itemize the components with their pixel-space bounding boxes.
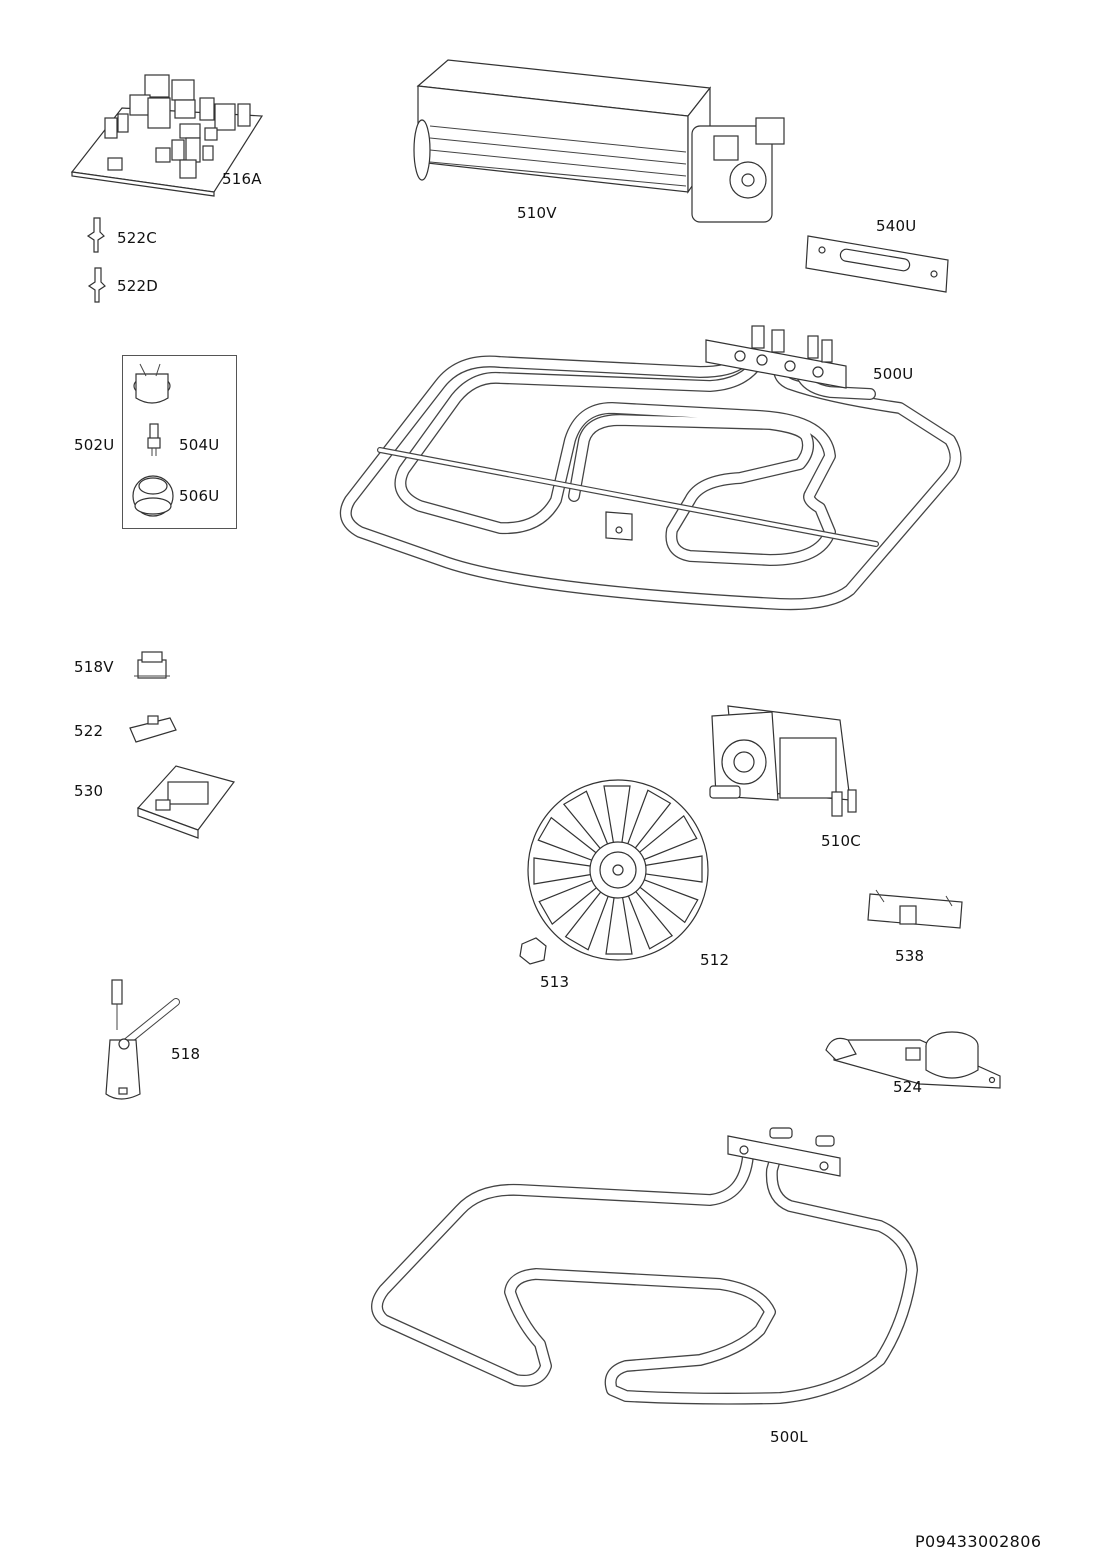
part-518V-thermostat-clip xyxy=(134,651,170,679)
part-518-sensor xyxy=(105,979,180,1100)
part-512-fan-impeller xyxy=(527,779,709,961)
part-500L-bottom-heating-element xyxy=(371,1127,918,1405)
label-538: 538 xyxy=(895,947,925,965)
part-513-nut xyxy=(519,937,547,965)
label-530: 530 xyxy=(74,782,104,800)
label-522: 522 xyxy=(74,722,104,740)
part-502U-top-socket xyxy=(133,363,171,404)
label-516A: 516A xyxy=(222,170,262,188)
label-512: 512 xyxy=(700,951,730,969)
label-524: 524 xyxy=(893,1078,923,1096)
part-510V-tangential-fan xyxy=(413,59,785,223)
part-522D-spacer xyxy=(87,267,106,303)
label-506U: 506U xyxy=(179,487,220,505)
group-502U-frame xyxy=(122,355,237,529)
label-500L: 500L xyxy=(770,1428,808,1446)
label-510C: 510C xyxy=(821,832,861,850)
part-530-module xyxy=(136,765,236,839)
label-522D: 522D xyxy=(117,277,158,295)
label-522C: 522C xyxy=(117,229,157,247)
label-518: 518 xyxy=(171,1045,201,1063)
part-506U-lamp-cover xyxy=(132,475,174,517)
label-510V: 510V xyxy=(517,204,557,222)
part-500U-top-heating-element xyxy=(339,325,962,611)
part-538-terminal-block xyxy=(867,889,963,929)
part-522C-spacer xyxy=(86,217,105,253)
part-504U-bulb xyxy=(147,423,161,456)
label-500U: 500U xyxy=(873,365,914,383)
part-516A-control-board xyxy=(70,74,264,197)
part-540U-gasket xyxy=(805,235,949,293)
part-524-door-lock xyxy=(825,1031,1001,1089)
label-504U: 504U xyxy=(179,436,220,454)
label-540U: 540U xyxy=(876,217,917,235)
label-513: 513 xyxy=(540,973,570,991)
label-518V: 518V xyxy=(74,658,114,676)
part-522-bracket xyxy=(129,715,177,743)
part-510C-fan-motor xyxy=(709,705,857,817)
label-502U: 502U xyxy=(74,436,115,454)
document-code: P09433002806 xyxy=(915,1532,1042,1551)
